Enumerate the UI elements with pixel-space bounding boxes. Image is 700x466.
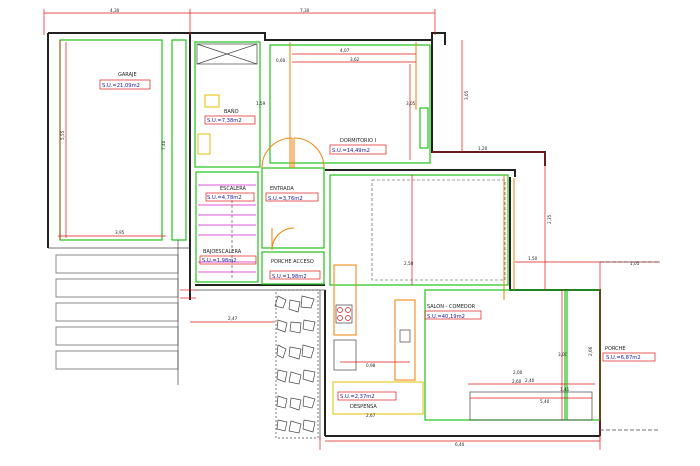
kitchen-area: 0,98 (333, 264, 416, 381)
bajoescalera-label: BAJOESCALERA (203, 249, 242, 255)
bajoescalera-area: S.U.=1,98m2 (202, 258, 237, 264)
kitchen-dim: 0,98 (366, 363, 376, 368)
escalera-area: S.U.=4,78m2 (207, 195, 242, 201)
garaje-area: S.U.=21,09m2 (102, 83, 140, 89)
small2-dim: 1,41 (560, 387, 570, 392)
salon-width2-dim: 2,40 (525, 378, 535, 383)
porche-acceso-room: PORCHE ACCESO S.U.=1,98m2 (261, 251, 325, 285)
right-r3-dim: 2,35 (547, 214, 552, 224)
right-r2-dim: 1,20 (478, 146, 488, 151)
porche-acceso-label: PORCHE ACCESO (271, 259, 314, 265)
dorm-width2-dim: 3,62 (350, 57, 360, 62)
left-total-dim: 7,40 (161, 140, 166, 150)
despensa-width-dim: 2,67 (366, 413, 376, 418)
bottom-total-dim: 6,40 (455, 442, 465, 447)
garaje-label: GARAJE (118, 72, 137, 78)
entrada-room: ENTRADA S.U.=3,76m2 (261, 137, 325, 251)
salon-room: 2,50 SALON - COMEDOR S.U.=40,19m2 3,00 2… (329, 174, 595, 421)
despensa-area: S.U.=2,37m2 (340, 394, 375, 400)
mid-height-dim: 2,50 (404, 261, 414, 266)
garage-width-dim: 3,95 (115, 230, 125, 235)
porche-label: PORCHE (605, 346, 626, 352)
ramp-steps (55, 240, 179, 385)
garage-room: GARAJE S.U.=21,09m2 (48, 39, 190, 249)
bathroom-room: BAÑO S.U.=7,38m2 1,59 (194, 41, 266, 168)
top-right-dim: 7,30 (300, 8, 310, 13)
salon-width-dim: 2,60 (512, 379, 522, 384)
salon-label: SALON - COMEDOR (427, 304, 476, 310)
escalera-room: ESCALERA S.U.=4,78m2 BAJOESCALERA S.U.=1… (195, 171, 259, 283)
porche-h2-dim: 2,00 (513, 370, 523, 375)
salon-height-dim: 3,00 (558, 352, 568, 357)
despensa-label: DESPENSA (350, 404, 377, 410)
bano-area: S.U.=7,38m2 (207, 118, 242, 124)
escalera-label: ESCALERA (220, 186, 246, 192)
dormitorio-label: DORMITORIO I (340, 138, 376, 144)
despensa-room: S.U.=2,37m2 DESPENSA 2,67 (332, 381, 424, 418)
garage-height-dim: 5,55 (60, 130, 65, 140)
bano-label: BAÑO (224, 108, 239, 115)
top-left-dim: 4,30 (110, 8, 120, 13)
entrada-area: S.U.=3,76m2 (268, 196, 303, 202)
dorm-width-dim: 4,07 (340, 48, 350, 53)
right-far2-dim: 1,05 (630, 261, 640, 266)
porche-acceso-area: S.U.=1,98m2 (272, 274, 307, 280)
salon-area: S.U.=40,19m2 (427, 314, 465, 320)
porche-height-dim: 2,66 (588, 346, 593, 356)
bedroom-room: DORMITORIO I S.U.=14,49m2 4,07 3,62 0,60… (269, 42, 431, 168)
porche-area: S.U.=6,87m2 (606, 355, 641, 361)
right-r1-dim: 3,05 (464, 90, 469, 100)
dormitorio-area: S.U.=14,49m2 (332, 148, 370, 154)
dimension-lines: 4,30 7,30 3,95 5,55 7,40 3,05 2,35 1,20 … (43, 8, 660, 450)
stone-paving (274, 289, 319, 439)
dorm-small-dim: 0,60 (276, 58, 286, 63)
right-far-dim: 1,50 (528, 256, 538, 261)
wc-height-dim: 1,59 (256, 101, 266, 106)
right-guides (600, 261, 660, 431)
escalera-width-dim: 2,47 (228, 316, 238, 321)
entrada-label: ENTRADA (270, 186, 294, 192)
dorm-height-dim: 3,05 (406, 101, 416, 106)
porche-width-dim: 5,40 (540, 399, 550, 404)
